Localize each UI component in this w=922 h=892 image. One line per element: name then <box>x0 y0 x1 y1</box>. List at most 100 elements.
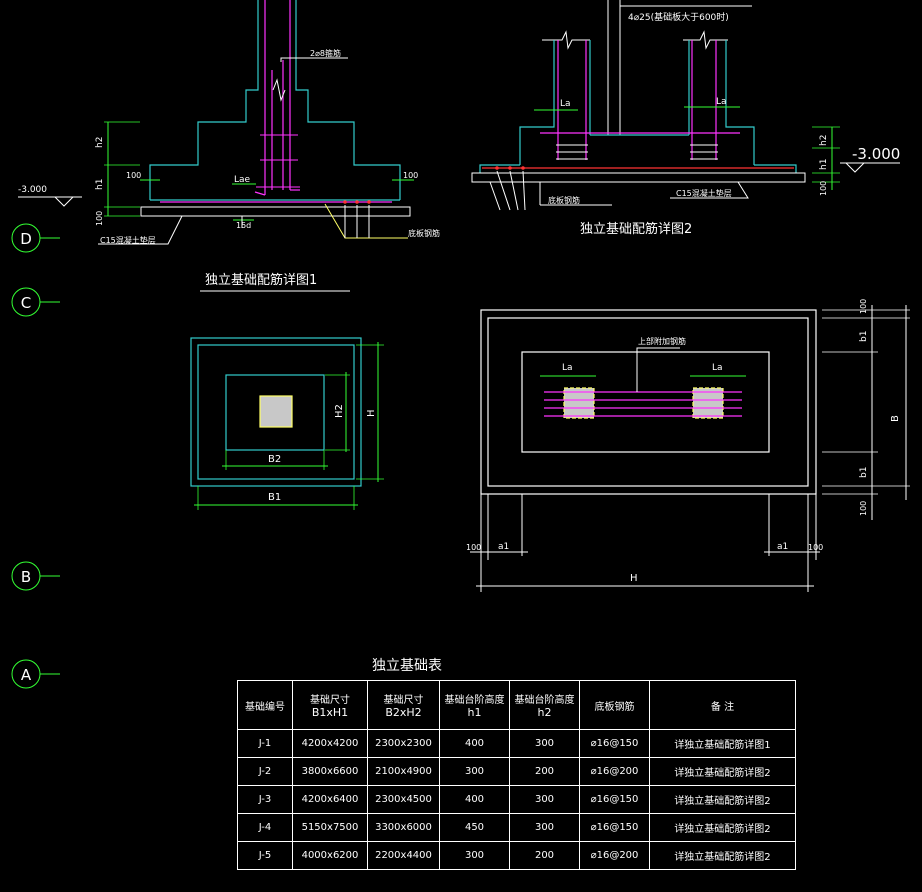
plan1-dim-b2: B2 <box>268 454 281 465</box>
axis-label-a: A <box>21 666 32 684</box>
detail1-foundation-outline <box>149 0 259 200</box>
table-cell: 300 <box>509 785 580 814</box>
detail1-dim-h1: h1 <box>95 179 105 190</box>
table-cell: ⌀16@150 <box>579 813 650 842</box>
table-row: J-1 4200x4200 2300x2300 400 300 ⌀16@150 … <box>237 729 796 758</box>
table-cell: ⌀16@200 <box>579 841 650 870</box>
plan2-column-right <box>692 387 724 419</box>
axis-bubble-b[interactable]: B <box>11 561 60 591</box>
detail2-section[interactable]: 4⌀25(基础板大于600时) <box>471 0 900 237</box>
axis-bubble-a[interactable]: A <box>11 659 60 689</box>
axis-label-b: B <box>21 568 31 586</box>
plan2-view[interactable]: 上部附加钢筋 La La 100 b1 B b1 100 100 a1 a1 1… <box>466 299 910 592</box>
detail2-dim-h1: h1 <box>819 159 829 170</box>
table-cell: 300 <box>439 757 510 786</box>
table-cell: 2300x4500 <box>367 785 440 814</box>
table-row: J-4 5150x7500 3300x6000 450 300 ⌀16@150 … <box>237 813 796 842</box>
detail2-la-right: La <box>716 97 727 107</box>
table-cell: ⌀16@150 <box>579 729 650 758</box>
detail1-c15-label: C15混凝土垫层 <box>100 235 156 245</box>
detail1-bottom-rebar-label: 底板钢筋 <box>408 228 440 238</box>
detail2-la-left: La <box>560 99 571 109</box>
plan2-dim-H: H <box>630 573 638 584</box>
plan2-dim-a1-right: a1 <box>777 542 788 552</box>
table-cell: J-2 <box>237 757 293 786</box>
detail2-bottom-rebar-label: 底板钢筋 <box>548 195 580 205</box>
plan2-dim-b1-bottom: b1 <box>859 467 869 478</box>
plan1-dim-h: H <box>366 409 377 417</box>
detail1-title: 独立基础配筋详图1 <box>205 272 317 288</box>
detail2-top-note: 4⌀25(基础板大于600时) <box>628 11 729 23</box>
detail1-dim-100-bottom: 100 <box>95 211 104 226</box>
detail1-section[interactable]: 2⌀8箍筋 Lae 15d C15混凝土垫层 底板钢筋 -3.000 h2 h1… <box>18 0 440 292</box>
table-row: J-2 3800x6600 2100x4900 300 200 ⌀16@200 … <box>237 757 796 786</box>
table-cell: 2300x2300 <box>367 729 440 758</box>
plan2-column-left <box>563 387 595 419</box>
table-cell: 450 <box>439 813 510 842</box>
detail1-stirrup-label: 2⌀8箍筋 <box>310 48 341 58</box>
table-cell: 300 <box>439 841 510 870</box>
plan1-column <box>259 395 293 428</box>
plan2-top-rebar-label: 上部附加钢筋 <box>638 336 686 346</box>
plan2-dim-b1-top: b1 <box>859 331 869 342</box>
detail2-c15-pad <box>471 172 806 183</box>
table-cell: 400 <box>439 729 510 758</box>
plan1-step-b2 <box>225 374 325 451</box>
plan2-outer-pad <box>480 309 817 495</box>
plan1-outer-pad <box>190 337 362 487</box>
detail2-level: -3.000 <box>852 145 900 163</box>
table-cell: 5150x7500 <box>292 813 368 842</box>
table-cell: 详独立基础配筋详图2 <box>649 785 796 814</box>
table-cell: 400 <box>439 785 510 814</box>
table-cell: ⌀16@200 <box>579 757 650 786</box>
axis-bubble-d[interactable]: D <box>11 223 60 253</box>
detail1-level: -3.000 <box>18 185 47 195</box>
detail1-dim-100-left: 100 <box>126 171 141 180</box>
table-cell: 2200x4400 <box>367 841 440 870</box>
table-cell: 详独立基础配筋详图2 <box>649 841 796 870</box>
table-cell: J-5 <box>237 841 293 870</box>
detail1-dim-100-right: 100 <box>403 171 418 180</box>
plan2-dim-100-bottom: 100 <box>859 501 868 516</box>
table-cell: 300 <box>509 813 580 842</box>
detail1-lae-label: Lae <box>234 175 251 185</box>
axis-label-d: D <box>20 230 32 248</box>
plan1-base-b1 <box>197 344 355 480</box>
plan2-dim-a1-left: a1 <box>498 542 509 552</box>
plan2-step <box>521 351 770 453</box>
table-cell: 200 <box>509 841 580 870</box>
table-cell: 3800x6600 <box>292 757 368 786</box>
plan2-dim-100-top: 100 <box>859 299 868 314</box>
table-row: J-3 4200x6400 2300x4500 400 300 ⌀16@150 … <box>237 785 796 814</box>
plan2-la-left: La <box>562 363 573 373</box>
table-cell: 详独立基础配筋详图2 <box>649 813 796 842</box>
plan1-dim-h2: H2 <box>334 404 345 418</box>
plan1-view[interactable]: H2 H B2 B1 <box>190 337 384 510</box>
detail1-c15-pad <box>140 206 411 217</box>
plan2-base <box>487 317 809 487</box>
plan2-dim-B: B <box>890 415 901 422</box>
plan2-dim-100-left: 100 <box>466 543 481 552</box>
table-cell: 详独立基础配筋详图2 <box>649 757 796 786</box>
table-row: J-5 4000x6200 2200x4400 300 200 ⌀16@200 … <box>237 841 796 870</box>
table-header-cell: 底板钢筋 <box>579 680 650 730</box>
table-cell: 4200x6400 <box>292 785 368 814</box>
table-cell: 4000x6200 <box>292 841 368 870</box>
table-cell: 3300x6000 <box>367 813 440 842</box>
detail1-15d-label: 15d <box>236 221 251 230</box>
axis-bubble-c[interactable]: C <box>11 287 60 317</box>
table-cell: 300 <box>509 729 580 758</box>
detail2-title: 独立基础配筋详图2 <box>580 221 692 237</box>
table-cell: J-3 <box>237 785 293 814</box>
table-header-cell: 备 注 <box>649 680 796 730</box>
table-cell: J-1 <box>237 729 293 758</box>
table-cell: 200 <box>509 757 580 786</box>
table-cell: 2100x4900 <box>367 757 440 786</box>
